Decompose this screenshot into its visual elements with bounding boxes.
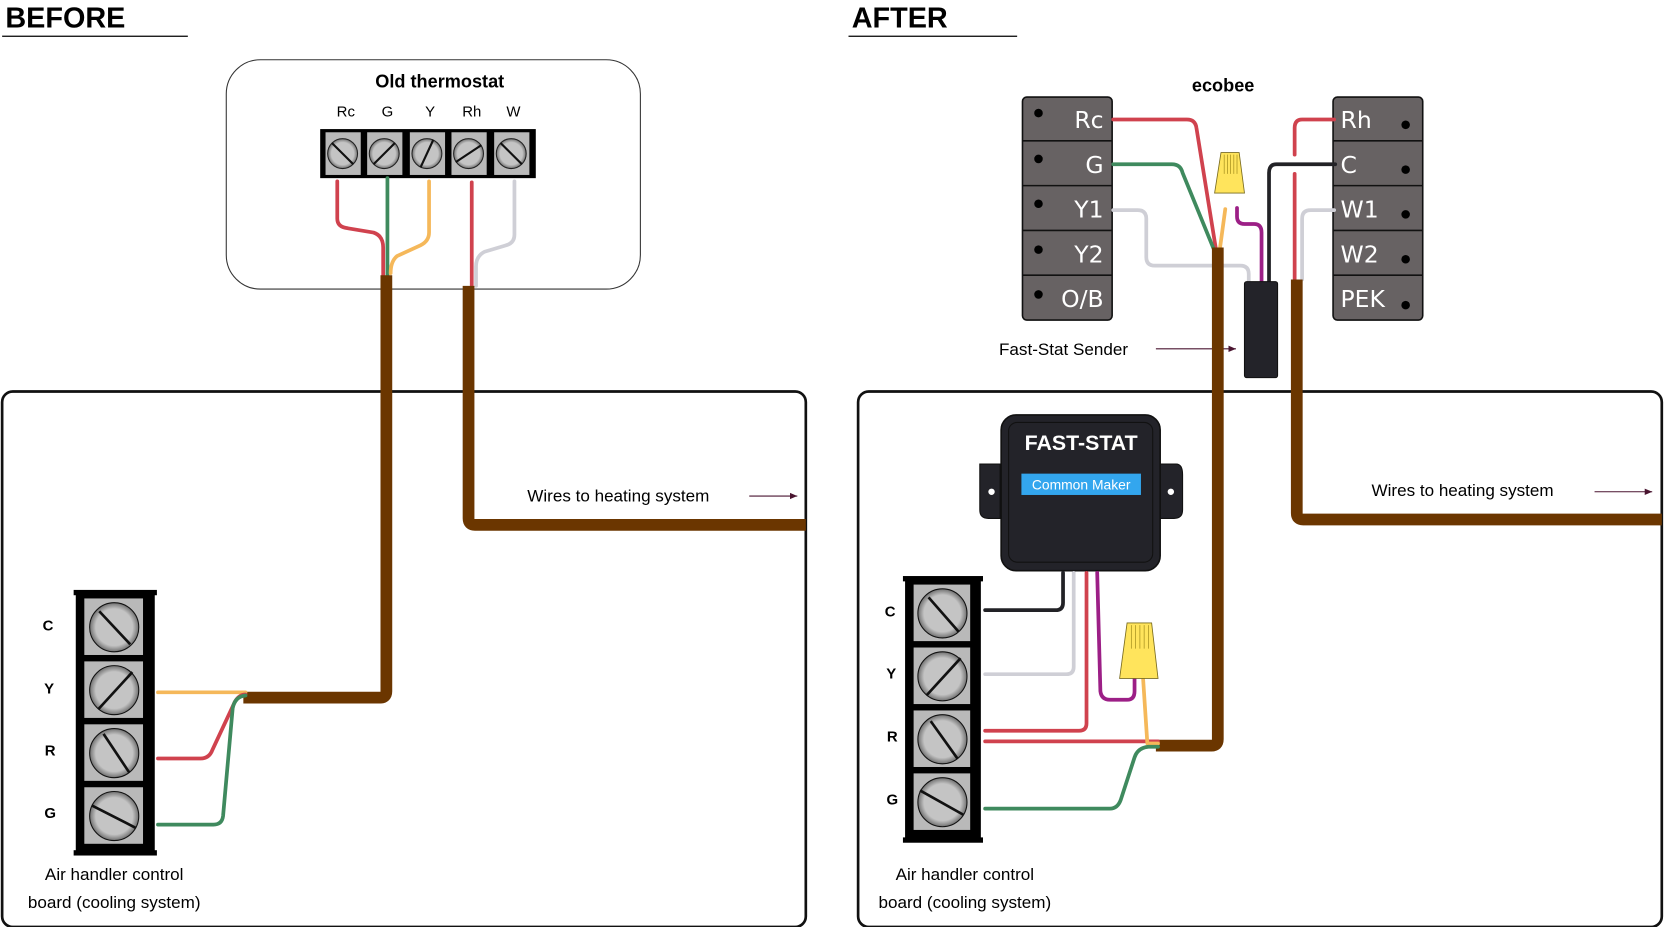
air-handler-terminal-block-after: C Y R G (885, 576, 983, 843)
air-handler-caption-line1-after: Air handler control (896, 865, 1035, 884)
air-handler-label-c: C (43, 617, 54, 634)
air-handler-label-y: Y (44, 680, 54, 697)
ecobee-label-w1: W1 (1341, 196, 1379, 224)
terminal-hole-icon (1034, 290, 1043, 299)
old-thermostat-label-y: Y (425, 103, 435, 120)
old-thermostat-label-g: G (382, 103, 394, 120)
ecobee-label-rh: Rh (1341, 106, 1372, 134)
ecobee-left-terminals: Rc G Y1 Y2 O/B (1021, 96, 1113, 321)
common-maker-label: Common Maker (1032, 477, 1131, 493)
terminal-hole-icon (1034, 199, 1043, 209)
wire-yellow-module (1141, 676, 1160, 746)
terminal-hole-icon (1401, 254, 1410, 264)
air-handler-after-label-g: G (886, 791, 898, 808)
ecobee-label-y1: Y1 (1073, 196, 1103, 224)
cable-to-heating (462, 285, 806, 531)
air-handler-terminal-block-before: C Y R G (43, 589, 157, 856)
terminal-hole-icon (1401, 120, 1410, 130)
old-thermostat-terminal-strip (320, 129, 536, 179)
mount-hole-icon (1167, 488, 1175, 495)
screw-icon (917, 588, 968, 639)
fast-stat-sender (1243, 281, 1279, 379)
ecobee-label-rc: Rc (1074, 106, 1103, 134)
after-heading: AFTER (852, 3, 948, 35)
ecobee-label-y2: Y2 (1073, 240, 1103, 268)
air-handler-label-g: G (44, 805, 56, 822)
old-thermostat-label-w: W (506, 103, 521, 120)
wire-black-c-module (983, 570, 1065, 613)
screw-icon (327, 138, 359, 170)
wire-red-rh-after (1292, 117, 1337, 282)
wire-green-g-ah (156, 693, 248, 827)
wire-nut-icon (1214, 152, 1245, 194)
ecobee-label-c: C (1341, 151, 1357, 179)
cable-to-heating-after (1290, 279, 1662, 526)
air-handler-caption-line2-before: board (cooling system) (28, 893, 201, 912)
terminal-hole-icon (1034, 245, 1043, 254)
heating-label-after: Wires to heating system (1371, 481, 1553, 500)
terminal-hole-icon (1034, 108, 1043, 118)
wire-purple-nut-after (1235, 206, 1264, 284)
old-thermostat: Old thermostat Rc G Y Rh W (225, 59, 641, 290)
screw-icon (411, 138, 443, 170)
wire-white-w (474, 179, 517, 288)
air-handler-caption-line1-before: Air handler control (45, 865, 184, 884)
old-thermostat-label-rc: Rc (337, 103, 356, 120)
wire-white-w1-after (1300, 208, 1337, 282)
ecobee-label-ob: O/B (1061, 285, 1103, 313)
wire-black-c-after (1267, 162, 1338, 284)
fast-stat-brand: FAST-STAT (1025, 431, 1138, 455)
ecobee-title: ecobee (1192, 76, 1254, 96)
air-handler-enclosure-after (856, 390, 1664, 927)
wire-purple-module (1095, 570, 1137, 702)
sender-label: Fast-Stat Sender (999, 340, 1128, 359)
wire-yellow-nut-after (1218, 207, 1228, 251)
wire-red-rc-after (1111, 117, 1218, 250)
ecobee-label-g: G (1085, 151, 1103, 179)
screw-icon (89, 665, 140, 716)
screw-icon (917, 714, 968, 765)
before-heading: BEFORE (5, 3, 125, 35)
air-handler-after-label-c: C (885, 604, 896, 621)
cable-to-air-handler-after (1155, 247, 1224, 752)
screw-icon (89, 728, 140, 779)
screw-icon (368, 138, 400, 170)
wire-red-rc (335, 179, 386, 278)
fast-stat-module: FAST-STAT Common Maker (979, 414, 1184, 572)
terminal-hole-icon (1401, 300, 1410, 310)
wire-white-y1-after (1111, 208, 1251, 285)
wire-nut-icon (1119, 622, 1159, 679)
screw-icon (89, 602, 140, 653)
mount-hole-icon (988, 488, 995, 495)
cable-to-air-handler (243, 275, 393, 704)
terminal-hole-icon (1034, 154, 1043, 164)
air-handler-after-label-r: R (887, 728, 898, 745)
before-panel: BEFORE Old thermostat Rc G Y Rh W (0, 3, 808, 927)
air-handler-caption-line2-after: board (cooling system) (879, 893, 1052, 912)
terminal-hole-icon (1401, 210, 1410, 219)
air-handler-after-label-y: Y (886, 665, 896, 682)
ecobee-right-terminals: Rh C W1 W2 PEK (1332, 96, 1424, 321)
ecobee-label-w2: W2 (1341, 240, 1379, 268)
wire-green-g-module (983, 744, 1160, 811)
wire-white-y-module (983, 570, 1076, 677)
after-panel: AFTER ecobee Rc G Y1 Y2 O/B (848, 3, 1664, 927)
air-handler-label-r: R (45, 742, 56, 759)
heating-label-before: Wires to heating system (527, 486, 709, 505)
wire-yellow-y (388, 179, 431, 275)
wire-green-g-after (1111, 162, 1216, 251)
screw-icon (917, 651, 968, 702)
terminal-hole-icon (1401, 165, 1410, 174)
air-handler-enclosure-before (0, 390, 808, 927)
common-maker-badge (1021, 473, 1141, 495)
screw-icon (453, 138, 485, 170)
screw-icon (495, 138, 527, 170)
old-thermostat-label-rh: Rh (462, 103, 481, 120)
wire-red-r1-module (983, 570, 1089, 733)
screw-icon (917, 777, 968, 828)
screw-icon (89, 790, 140, 842)
ecobee-label-pek: PEK (1341, 285, 1386, 313)
old-thermostat-title: Old thermostat (375, 71, 504, 91)
